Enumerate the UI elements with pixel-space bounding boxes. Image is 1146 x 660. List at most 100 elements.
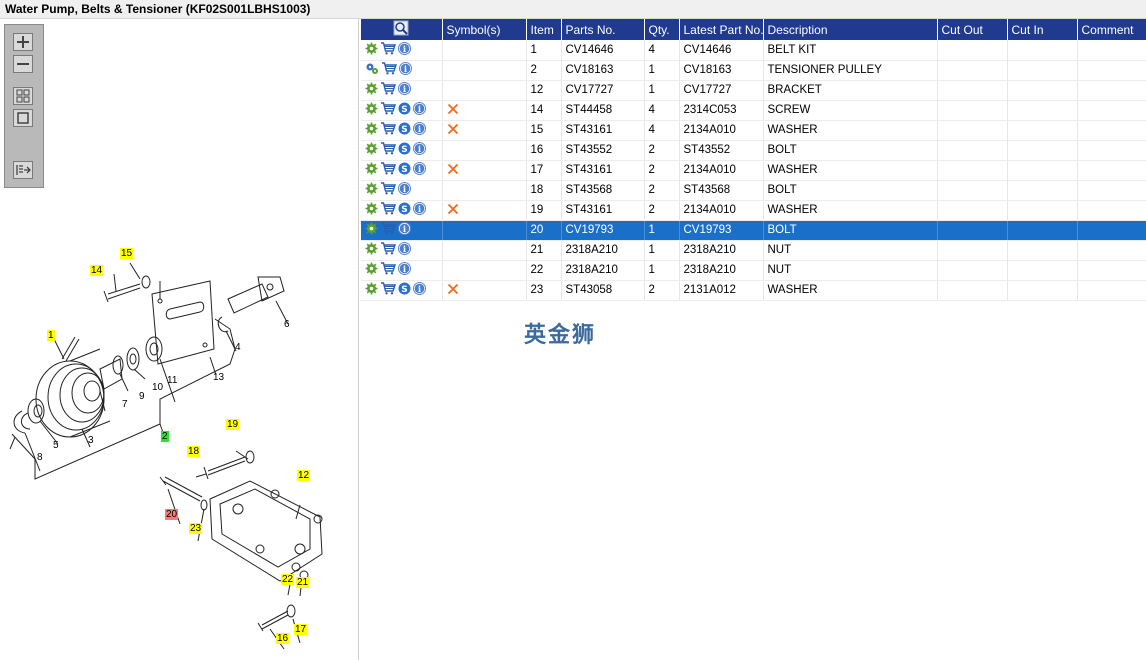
column-header-cut-out[interactable]: Cut Out bbox=[937, 19, 1008, 40]
callout-3[interactable]: 3 bbox=[88, 435, 94, 446]
callout-19[interactable]: 19 bbox=[226, 419, 240, 430]
callout-11[interactable]: 11 bbox=[167, 375, 178, 386]
gear-icon[interactable] bbox=[365, 202, 378, 218]
info-icon[interactable]: i bbox=[413, 122, 426, 138]
info-icon[interactable]: i bbox=[413, 162, 426, 178]
info-icon[interactable]: i bbox=[399, 62, 412, 78]
info-icon[interactable]: i bbox=[413, 282, 426, 298]
callout-10[interactable]: 10 bbox=[152, 382, 164, 393]
cart-icon[interactable] bbox=[380, 122, 396, 138]
cart-icon[interactable] bbox=[380, 182, 396, 198]
callout-6[interactable]: 6 bbox=[284, 319, 290, 330]
info-icon[interactable]: i bbox=[398, 82, 411, 98]
gear-icon[interactable] bbox=[365, 262, 378, 278]
cart-icon[interactable] bbox=[381, 62, 397, 78]
info-icon[interactable]: i bbox=[398, 182, 411, 198]
callout-17[interactable]: 17 bbox=[294, 624, 308, 635]
gear-icon[interactable] bbox=[365, 222, 378, 238]
callout-8[interactable]: 8 bbox=[37, 452, 43, 463]
parts-list-panel[interactable]: Symbol(s) Item Parts No. Qty. Latest Par… bbox=[361, 19, 1146, 660]
info-icon[interactable]: i bbox=[413, 202, 426, 218]
gear-icon[interactable] bbox=[365, 42, 378, 58]
info-icon[interactable]: i bbox=[398, 41, 411, 58]
callout-9[interactable]: 9 bbox=[139, 391, 145, 402]
supersession-icon[interactable]: S bbox=[398, 142, 411, 158]
callout-22[interactable]: 22 bbox=[281, 574, 295, 585]
cut-x-icon[interactable] bbox=[447, 123, 459, 138]
gear-icon[interactable] bbox=[365, 242, 378, 258]
cut-x-icon[interactable] bbox=[447, 163, 459, 178]
callout-2[interactable]: 2 bbox=[161, 431, 169, 442]
column-header-latest-part-no[interactable]: Latest Part No. bbox=[679, 19, 764, 40]
column-header-cut-in[interactable]: Cut In bbox=[1007, 19, 1078, 40]
column-header-comment[interactable]: Comment bbox=[1077, 19, 1146, 40]
cart-icon[interactable] bbox=[380, 202, 396, 218]
cart-icon[interactable] bbox=[380, 42, 396, 58]
column-header-symbols[interactable]: Symbol(s) bbox=[442, 19, 527, 40]
callout-1[interactable]: 1 bbox=[47, 330, 55, 341]
info-icon[interactable]: i bbox=[413, 142, 426, 158]
cart-icon[interactable] bbox=[380, 222, 396, 238]
callout-18[interactable]: 18 bbox=[187, 446, 201, 457]
column-header-actions[interactable] bbox=[361, 19, 443, 40]
cut-x-icon[interactable] bbox=[447, 203, 459, 218]
column-header-item[interactable]: Item bbox=[526, 19, 562, 40]
column-header-parts-no[interactable]: Parts No. bbox=[561, 19, 645, 40]
gear-icon[interactable] bbox=[365, 82, 378, 98]
callout-20[interactable]: 20 bbox=[165, 509, 179, 520]
gear-icon[interactable] bbox=[365, 122, 378, 138]
gear-icon[interactable] bbox=[365, 182, 378, 198]
supersession-icon[interactable]: S bbox=[398, 102, 411, 118]
supersession-icon[interactable]: S bbox=[398, 162, 411, 178]
assembly-gears-icon[interactable] bbox=[365, 62, 379, 78]
gear-icon[interactable] bbox=[365, 282, 378, 298]
cut-x-icon[interactable] bbox=[447, 103, 459, 118]
column-header-description[interactable]: Description bbox=[763, 19, 938, 40]
gear-icon[interactable] bbox=[365, 142, 378, 158]
fit-window-button[interactable] bbox=[13, 109, 33, 127]
callout-12[interactable]: 12 bbox=[297, 470, 311, 481]
column-header-qty[interactable]: Qty. bbox=[644, 19, 680, 40]
info-icon[interactable]: i bbox=[413, 102, 426, 118]
callout-16[interactable]: 16 bbox=[276, 633, 290, 644]
cart-icon[interactable] bbox=[380, 162, 396, 178]
cart-icon[interactable] bbox=[380, 142, 396, 158]
info-icon[interactable]: i bbox=[398, 242, 411, 258]
cart-icon[interactable] bbox=[380, 242, 396, 258]
diagram-panel[interactable]: 1 2 3 4 5 6 7 8 9 10 11 12 13 14 15 16 1… bbox=[0, 19, 359, 660]
callout-15[interactable]: 15 bbox=[120, 248, 134, 259]
cart-icon[interactable] bbox=[380, 82, 396, 98]
callout-7[interactable]: 7 bbox=[122, 399, 128, 410]
cart-icon[interactable] bbox=[380, 262, 396, 278]
callout-5[interactable]: 5 bbox=[53, 440, 59, 451]
cart-icon[interactable] bbox=[380, 102, 396, 118]
exploded-parts-diagram[interactable] bbox=[0, 19, 359, 660]
info-icon[interactable]: i bbox=[398, 262, 411, 278]
callout-14[interactable]: 14 bbox=[90, 265, 104, 276]
zoom-in-button[interactable] bbox=[13, 33, 33, 51]
supersession-icon[interactable]: S bbox=[398, 282, 411, 298]
callout-4[interactable]: 4 bbox=[235, 342, 241, 353]
info-icon[interactable]: i bbox=[398, 222, 411, 238]
export-button[interactable] bbox=[13, 161, 33, 179]
cut-x-icon[interactable] bbox=[447, 283, 459, 298]
callout-13[interactable]: 13 bbox=[213, 372, 225, 383]
supersession-icon[interactable]: S bbox=[398, 122, 411, 138]
fit-all-button[interactable] bbox=[13, 87, 33, 105]
cart-icon[interactable] bbox=[380, 282, 396, 298]
zoom-out-button[interactable] bbox=[13, 55, 33, 73]
search-parts-icon[interactable] bbox=[393, 20, 409, 36]
callout-23[interactable]: 23 bbox=[189, 523, 203, 534]
gear-icon[interactable] bbox=[365, 102, 378, 118]
